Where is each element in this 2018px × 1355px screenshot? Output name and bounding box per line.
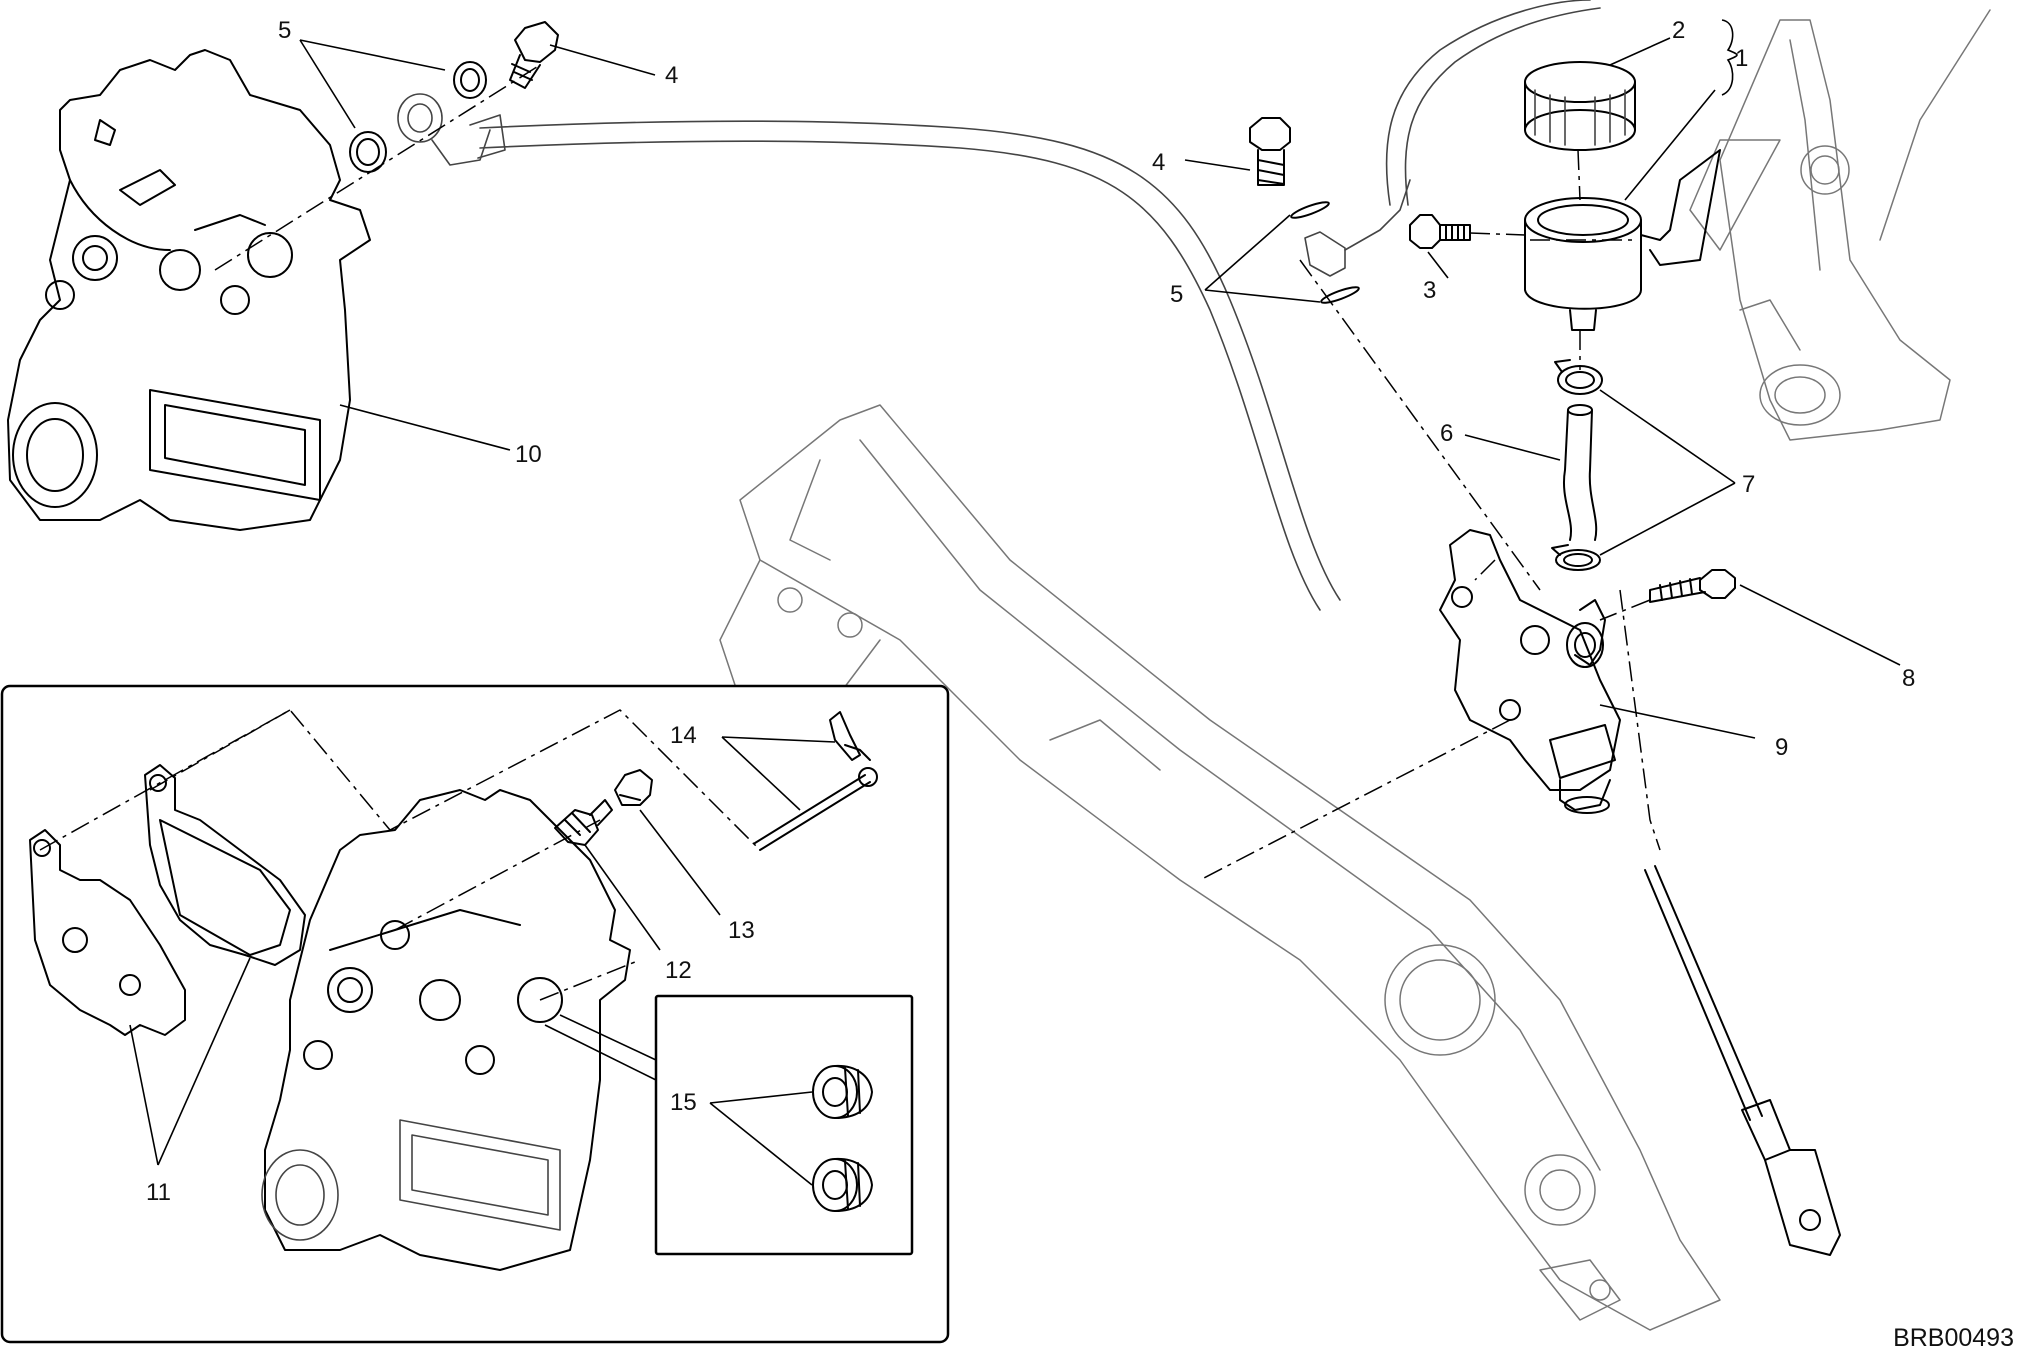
callout-5-caliper: 5 (278, 17, 291, 44)
reservoir-screw-3 (1409, 214, 1471, 249)
rear-caliper (7, 49, 371, 531)
seals-inset-box (654, 994, 914, 1256)
pushrod-clevis (1644, 865, 1841, 1256)
piston-seals-15 (812, 1064, 873, 1212)
seal-centerline (539, 959, 641, 1001)
callout-3: 3 (1423, 277, 1436, 304)
brake-hose (479, 0, 1601, 611)
hose-banjo-fitting (397, 93, 506, 166)
callout-8: 8 (1902, 665, 1915, 692)
screw3-centerline (1469, 232, 1526, 236)
callout-4-master: 4 (1152, 149, 1165, 176)
callout-6: 6 (1440, 420, 1453, 447)
callout-5-master: 5 (1170, 281, 1183, 308)
caliper-bleed-bolt-4 (509, 21, 559, 89)
dust-cap-13 (614, 769, 653, 806)
callout-15: 15 (670, 1089, 697, 1116)
frame-section (1689, 9, 1991, 441)
callout-labels: 5 4 10 2 1 4 5 3 6 7 8 9 14 13 12 11 15 (146, 17, 1915, 1206)
pushrod-centerline (1619, 589, 1661, 851)
callout-4-caliper: 4 (665, 62, 678, 89)
callout-1: 1 (1735, 45, 1748, 72)
master-centerline (1299, 259, 1541, 591)
mount-centerline (1199, 719, 1511, 881)
reservoir-cap-2 (1524, 61, 1636, 151)
cap-centerline (1577, 149, 1581, 201)
callout-2: 2 (1672, 17, 1685, 44)
callout-10: 10 (515, 441, 542, 468)
callout-11: 11 (146, 1179, 171, 1206)
callout-7: 7 (1742, 471, 1755, 498)
callout-13: 13 (728, 917, 755, 944)
callout-14: 14 (670, 722, 697, 749)
callout-12: 12 (665, 957, 692, 984)
master-cylinder-9 (1439, 529, 1621, 814)
bleed-centerline (394, 819, 601, 931)
drawing-code: BRB00493 (1893, 1324, 2014, 1352)
callout-9: 9 (1775, 734, 1788, 761)
pad-centerline (149, 709, 291, 791)
swingarm (719, 404, 1721, 1331)
master-mount-bolt-8 (1649, 569, 1736, 603)
reservoir-hose-6 (1563, 330, 1598, 541)
brake-pads-11 (29, 764, 306, 1036)
master-banjo-bolt-4 (1249, 117, 1291, 186)
pad-pin-14 (754, 711, 878, 851)
master-banjo-fitting (1304, 179, 1411, 277)
bolt8-centerline (1599, 599, 1651, 621)
caliper-inset (261, 789, 631, 1271)
callout-1-bracket (1721, 19, 1738, 96)
caliper-washers-5 (349, 61, 487, 173)
caliper-centerline (214, 64, 541, 271)
master-washers-5 (1290, 201, 1360, 304)
leader-lines (129, 37, 1901, 1186)
fluid-reservoir-1 (1524, 149, 1721, 331)
